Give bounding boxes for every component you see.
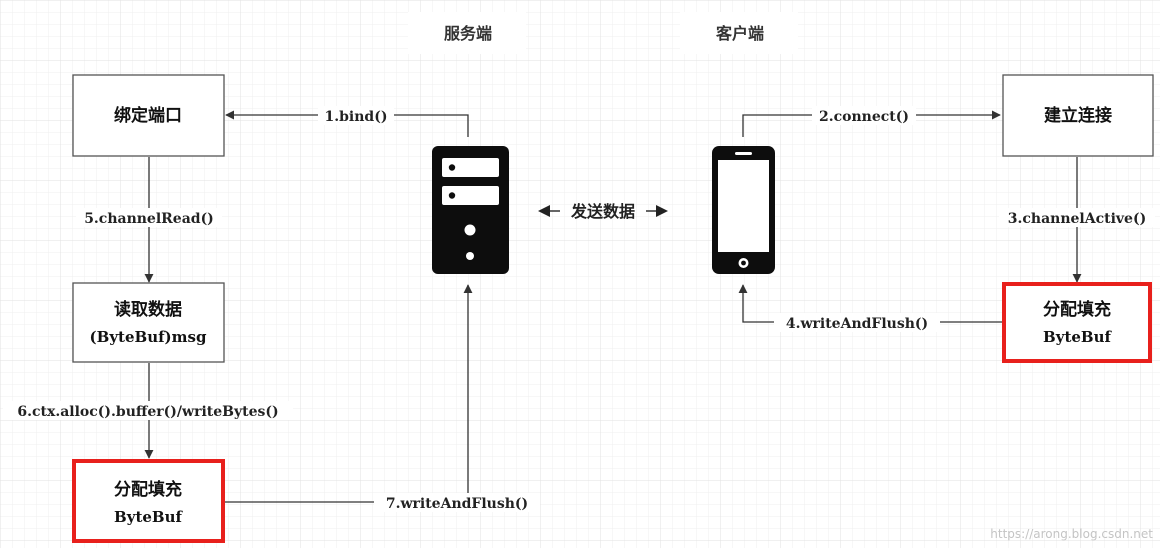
alloc-server-box: 分配填充 ByteBuf: [72, 459, 225, 543]
watermark: https://arong.blog.csdn.net: [990, 527, 1153, 541]
edge-connect: 2.connect(): [742, 106, 1001, 137]
read-data-label: 读取数据: [114, 299, 182, 320]
bind-port-box: 绑定端口: [72, 74, 225, 157]
server-header-label: 服务端: [444, 24, 492, 43]
alloc-server-sub-label: ByteBuf: [114, 508, 183, 526]
client-header: 客户端: [680, 12, 798, 54]
edge-write-bytes: 6.ctx.alloc().buffer()/writeBytes(): [3, 363, 293, 459]
alloc-client-sub-label: ByteBuf: [1043, 328, 1112, 346]
alloc-client-label: 分配填充: [1043, 299, 1111, 320]
send-data-link: 发送数据: [538, 202, 668, 221]
smartphone-icon: [712, 146, 775, 274]
alloc-server-label: 分配填充: [114, 479, 182, 500]
connect-box: 建立连接: [1002, 74, 1154, 157]
edge-bind-label: 1.bind(): [325, 109, 388, 125]
edge-write-flush-server-label: 7.writeAndFlush(): [386, 496, 528, 512]
edge-write-flush-client-label: 4.writeAndFlush(): [786, 316, 928, 332]
edge-channel-active-label: 3.channelActive(): [1008, 211, 1146, 227]
edge-write-bytes-label: 6.ctx.alloc().buffer()/writeBytes(): [17, 404, 278, 420]
server-header: 服务端: [408, 12, 526, 54]
edge-write-flush-server: 7.writeAndFlush(): [224, 284, 540, 512]
edge-channel-read: 5.channelRead(): [76, 157, 222, 283]
bind-port-label: 绑定端口: [114, 105, 182, 126]
edge-channel-active: 3.channelActive(): [999, 157, 1155, 283]
edge-write-flush-client: 4.writeAndFlush(): [738, 284, 1003, 332]
alloc-client-box: 分配填充 ByteBuf: [1002, 282, 1152, 363]
read-data-sub-label: (ByteBuf)msg: [90, 328, 207, 346]
edge-connect-label: 2.connect(): [819, 109, 909, 125]
edge-channel-read-label: 5.channelRead(): [84, 211, 214, 227]
read-data-box: 读取数据 (ByteBuf)msg: [72, 282, 225, 363]
client-header-label: 客户端: [716, 24, 764, 43]
send-data-label: 发送数据: [570, 202, 635, 221]
edge-bind: 1.bind(): [225, 106, 469, 137]
server-tower-icon: [432, 146, 509, 274]
connect-label: 建立连接: [1044, 105, 1112, 126]
